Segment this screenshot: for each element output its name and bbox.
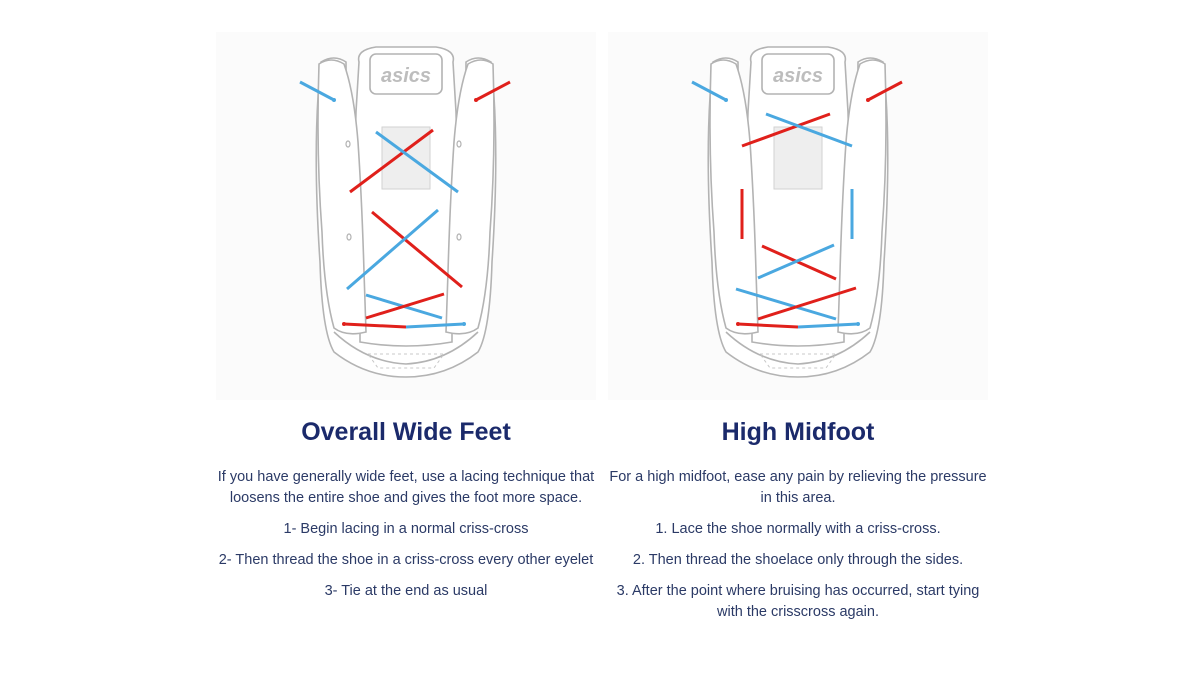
toe-outline [333, 331, 479, 365]
lace-red-end [867, 80, 903, 102]
lace-red-end [475, 80, 511, 102]
laces [299, 80, 511, 329]
eyelet-dot [332, 98, 336, 102]
lace-red-3 [757, 286, 857, 321]
toe-mark [367, 353, 445, 369]
lace-blue-4 [797, 322, 859, 329]
panel-title: High Midfoot [721, 418, 875, 446]
paragraph-step-1: 1. Lace the shoe normally with a criss-c… [655, 521, 941, 537]
lace-red-2 [761, 244, 837, 281]
shoe-diagram-midfoot: asics [691, 46, 903, 378]
panel-overall-wide-feet: asics [216, 0, 596, 675]
lace-blue-end [299, 80, 335, 102]
lace-red-2 [371, 210, 463, 289]
lace-red-4 [343, 322, 407, 329]
right-quarter [445, 59, 495, 335]
paragraph-step-3: 3- Tie at the end as usual [324, 583, 488, 599]
lace-blue-2 [346, 208, 439, 291]
lace-blue-1 [765, 112, 853, 148]
panel-body: If you have generally wide feet, use a l… [216, 467, 596, 612]
lace-red-1 [741, 112, 831, 148]
eyelet-dot [866, 98, 870, 102]
shoe-diagram-wide: asics [299, 46, 511, 378]
eyelet-dot [856, 322, 860, 326]
paragraph-step-1: 1- Begin lacing in a normal criss-cross [283, 521, 529, 537]
lace-blue-end [691, 80, 727, 102]
brand-logo: asics [381, 65, 431, 87]
paragraph-step-2: 2- Then thread the shoe in a criss-cross… [218, 552, 594, 568]
eyelet-dot [736, 322, 740, 326]
eyelets [345, 140, 462, 241]
logo-box [369, 53, 443, 95]
panel-high-midfoot: asics [608, 0, 988, 675]
paragraph-step-3: 3. After the point where bruising has oc… [616, 583, 980, 620]
shoe-lacing-illustration-midfoot: asics [608, 32, 988, 400]
eyelet-dot [474, 98, 478, 102]
laces [691, 80, 903, 329]
lace-red-1 [349, 128, 434, 194]
lace-blue-2 [757, 243, 835, 280]
paragraph-step-2: 2. Then thread the shoelace only through… [632, 552, 964, 568]
brand-logo: asics [773, 65, 823, 87]
logo-box [761, 53, 835, 95]
panel-body: For a high midfoot, ease any pain by rel… [608, 467, 988, 633]
toe-outline [725, 331, 871, 365]
panel-title: Overall Wide Feet [301, 418, 511, 446]
tongue-patch [773, 126, 823, 190]
left-quarter [317, 59, 367, 335]
shoe-lacing-illustration-wide: asics [216, 32, 596, 400]
lace-blue-4 [405, 322, 465, 329]
paragraph-intro: If you have generally wide feet, use a l… [217, 469, 595, 506]
lace-blue-1 [375, 130, 459, 194]
right-quarter [837, 59, 887, 335]
eyelet-dot [462, 322, 466, 326]
eyelet-dot [342, 322, 346, 326]
toe-mark [759, 353, 837, 369]
lace-red-3 [365, 292, 445, 320]
lace-blue-3 [735, 287, 837, 321]
left-quarter [709, 59, 759, 335]
paragraph-intro: For a high midfoot, ease any pain by rel… [609, 469, 987, 506]
eyelet-dot [724, 98, 728, 102]
lace-red-4 [737, 322, 799, 329]
